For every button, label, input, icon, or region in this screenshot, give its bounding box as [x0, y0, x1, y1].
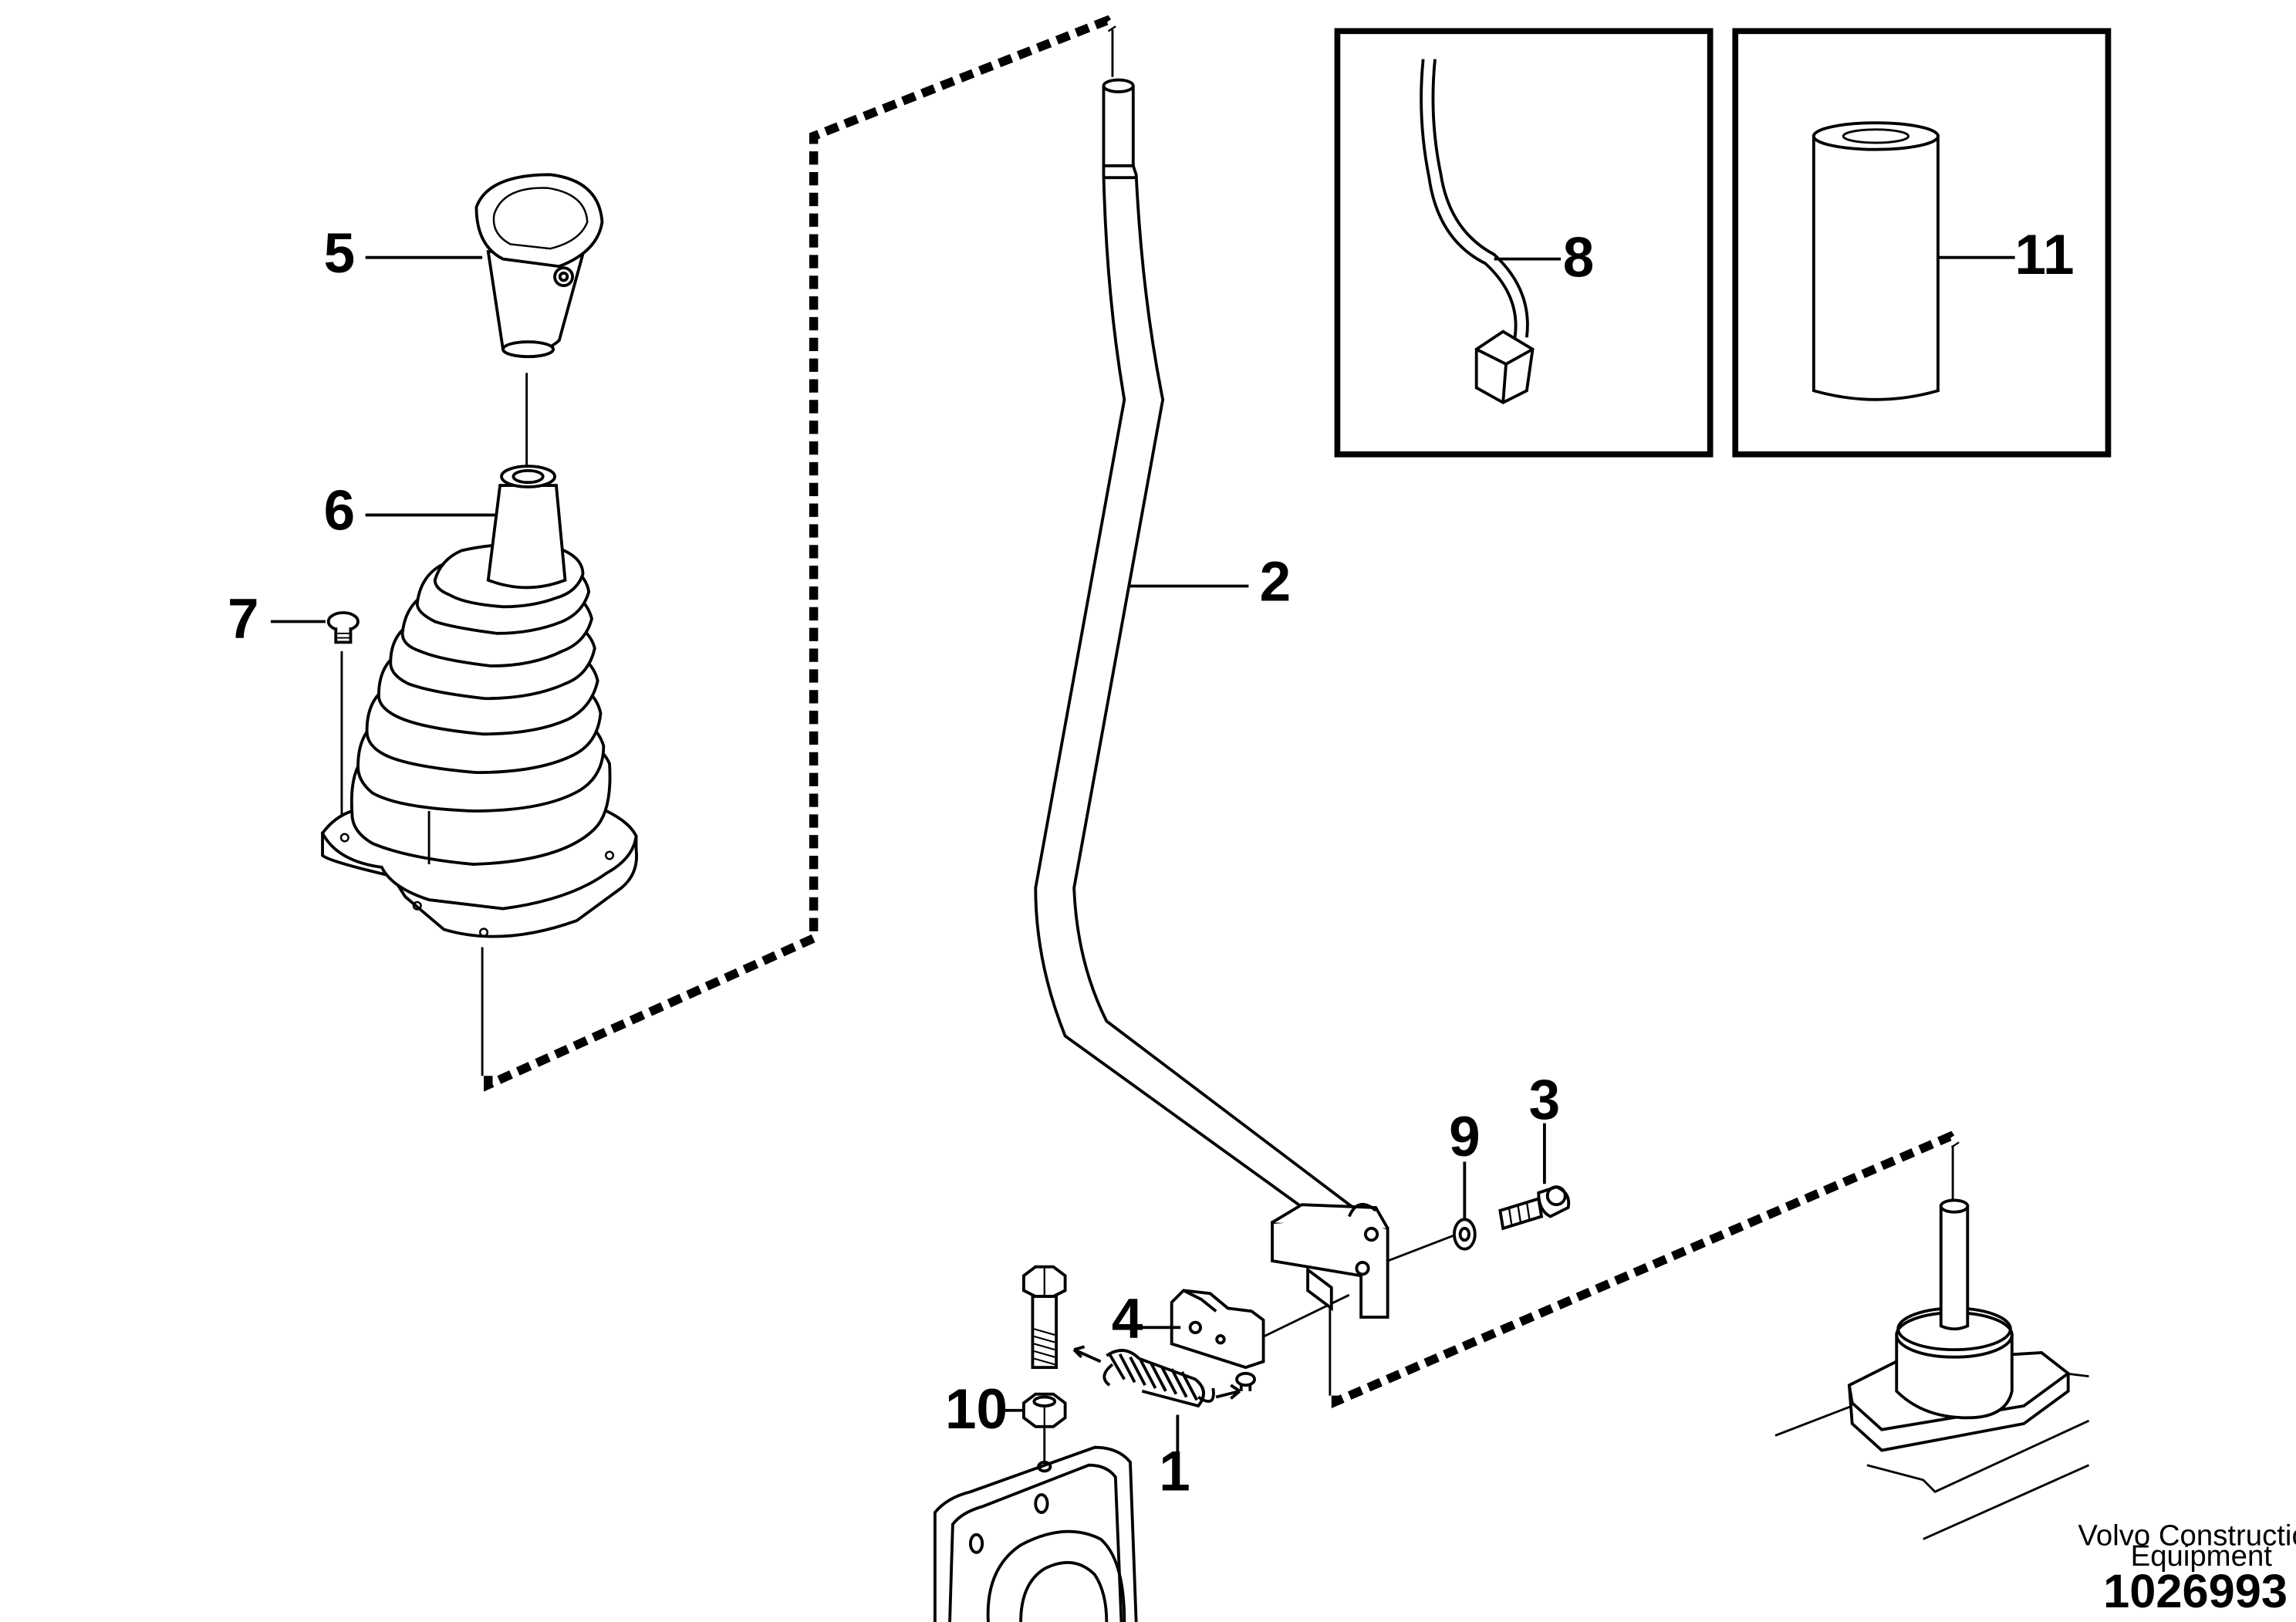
callout-11: 11 [2015, 224, 2075, 286]
inset-box-part-8 [1334, 28, 1714, 458]
callout-8: 8 [1563, 227, 1595, 289]
callout-6: 6 [324, 480, 356, 542]
inset-box-part-11 [1732, 28, 2112, 458]
spring-part-1 [1072, 1345, 1256, 1408]
callout-2: 2 [1260, 551, 1292, 613]
assembly-dashed-lines [484, 15, 1960, 1408]
bolt-part-3 [1498, 1185, 1571, 1231]
callout-3: 3 [1529, 1069, 1561, 1131]
callout-7: 7 [228, 588, 259, 650]
leader-lines [270, 255, 2015, 1457]
knob-part-5 [474, 173, 604, 359]
washer-part-9 [1453, 1218, 1477, 1251]
callout-9: 9 [1449, 1106, 1481, 1168]
callout-4: 4 [1112, 1288, 1143, 1350]
drawing-credit: Volvo Construction Equipment 1026993 [2078, 1519, 2296, 1618]
block-part-4 [1170, 1289, 1265, 1370]
rivet-part-7 [326, 611, 360, 644]
lever-part-2 [1034, 78, 1389, 1319]
callout-10: 10 [945, 1378, 1008, 1441]
callout-1: 1 [1159, 1440, 1190, 1502]
credit-line-2: Equipment [2131, 1539, 2273, 1573]
base-plate [933, 1445, 1138, 1622]
nut-part-10 [1022, 1392, 1067, 1428]
base-mount [1774, 1198, 2090, 1540]
callout-labels: 5 6 7 2 8 11 9 3 4 10 1 [228, 222, 2074, 1502]
bolt-vertical [1022, 1265, 1067, 1370]
callout-5: 5 [324, 222, 356, 285]
boot-part-6 [320, 465, 638, 938]
drawing-number: 1026993 [2103, 1565, 2288, 1618]
credit-line-1: Volvo Construction [2078, 1519, 2296, 1552]
